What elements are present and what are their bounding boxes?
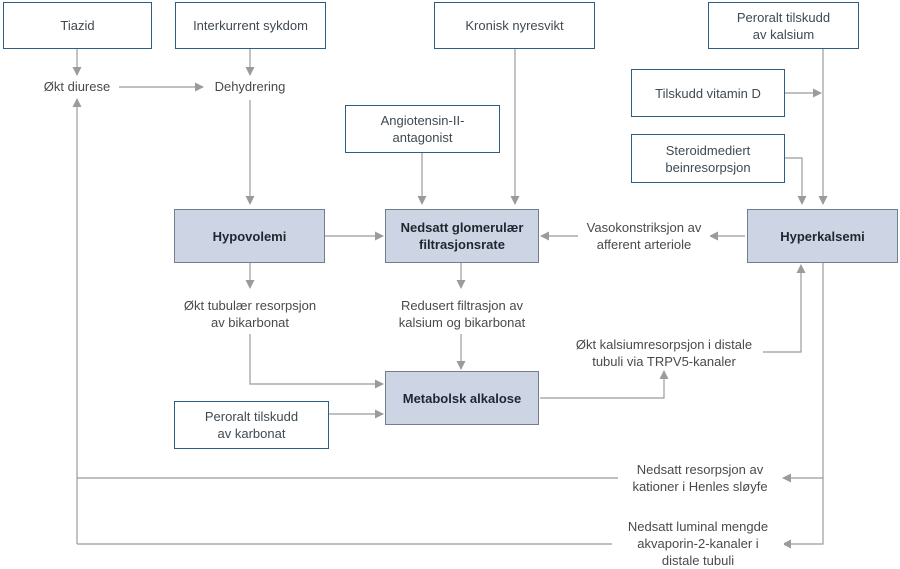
node-peroralt-karbonat: Peroralt tilskudd av karbonat <box>174 401 329 449</box>
node-tilskudd-vitamin-d: Tilskudd vitamin D <box>631 69 785 117</box>
node-angiotensin: Angiotensin-II- antagonist <box>345 105 500 153</box>
arrow-steroid-to-hyperkalsemi <box>785 157 807 205</box>
label-okt-diurese: Økt diurese <box>35 78 119 95</box>
node-interkurrent-sykdom: Interkurrent sykdom <box>175 2 326 49</box>
node-tiazid: Tiazid <box>3 2 152 49</box>
arrow-kalsiumresorpsjon-to-hyperkalsemi <box>762 264 806 353</box>
label-nedsatt-resorpsjon: Nedsatt resorpsjon av kationer i Henles … <box>618 461 782 495</box>
node-hypovolemi: Hypovolemi <box>174 209 325 263</box>
label-okt-kalsiumresorpsjon: Økt kalsiumresorpsjon i distale tubuli v… <box>565 336 763 370</box>
label-okt-tubulaer: Økt tubulær resorpsjon av bikarbonat <box>175 297 325 331</box>
label-vasokonstriksjon: Vasokonstriksjon av afferent arteriole <box>578 219 710 253</box>
node-kronisk-nyresvikt: Kronisk nyresvikt <box>434 2 595 49</box>
label-nedsatt-luminal: Nedsatt luminal mengde akvaporin-2-kanal… <box>612 518 784 569</box>
node-nedsatt-gfr: Nedsatt glomerulær filtrasjonsrate <box>385 209 539 263</box>
node-steroidmediert: Steroidmediert beinresorpsjon <box>631 134 785 183</box>
label-redusert-filtrasjon: Redusert filtrasjon av kalsium og bikarb… <box>384 297 540 331</box>
node-hyperkalsemi: Hyperkalsemi <box>747 209 898 263</box>
arrow-tubulaer-to-alkalose <box>249 334 384 389</box>
node-peroralt-kalsium: Peroralt tilskudd av kalsium <box>708 2 859 49</box>
arrow-hyperkalsemi-to-luminal <box>782 478 824 549</box>
node-metabolsk-alkalose: Metabolsk alkalose <box>385 371 539 425</box>
arrow-hyperkalsemi-to-henle <box>782 263 824 483</box>
arrow-alkalose-to-kalsiumresorpsjon <box>540 370 669 399</box>
label-dehydrering: Dehydrering <box>205 78 295 95</box>
